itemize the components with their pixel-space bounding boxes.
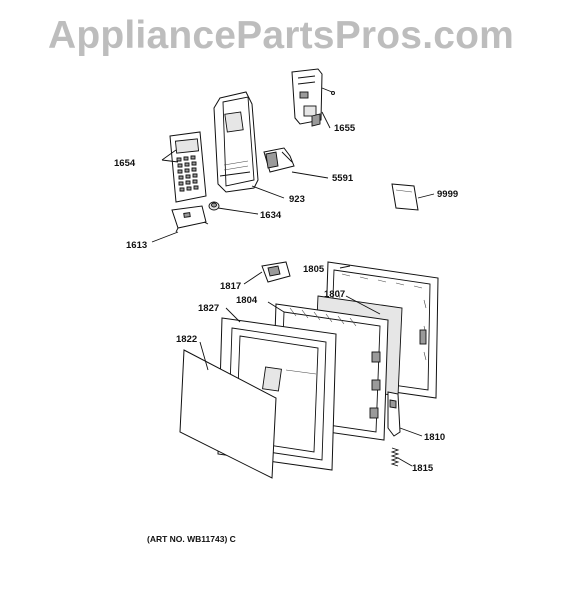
part-1654-keypad [169, 131, 207, 203]
part-1815-spring [390, 447, 400, 467]
callout-1827: 1827 [198, 303, 219, 314]
callout-labels: 1655 1654 5591 923 9999 1634 1613 1805 1… [114, 123, 458, 474]
callout-1815: 1815 [412, 463, 434, 474]
part-1822-door-panel [179, 349, 277, 479]
callout-1807: 1807 [324, 289, 345, 300]
callout-5591: 5591 [332, 173, 354, 184]
callout-1634: 1634 [260, 210, 282, 221]
callout-923: 923 [289, 194, 305, 205]
callout-1655: 1655 [334, 123, 356, 134]
part-1655-board-bracket [291, 68, 335, 127]
callout-1822: 1822 [176, 334, 197, 345]
part-5591-bracket [263, 147, 295, 173]
part-1613-latch-plate [171, 205, 209, 233]
part-1810-latch [387, 391, 401, 437]
watermark: AppliancePartsPros.com [47, 14, 515, 57]
callout-1805: 1805 [303, 264, 325, 275]
callout-1810: 1810 [424, 432, 445, 443]
callout-9999: 9999 [437, 189, 458, 200]
part-1817-hinge [261, 261, 291, 283]
callout-1654: 1654 [114, 158, 136, 169]
callout-1613: 1613 [126, 240, 147, 251]
art-number: (ART NO. WB11743) C [147, 534, 236, 544]
part-923-control-panel [213, 91, 259, 193]
leader-lines [151, 111, 435, 467]
callout-1817: 1817 [220, 281, 241, 292]
part-1634-knob [208, 201, 220, 211]
callout-1804: 1804 [236, 295, 258, 306]
part-9999-sheet [391, 183, 419, 211]
